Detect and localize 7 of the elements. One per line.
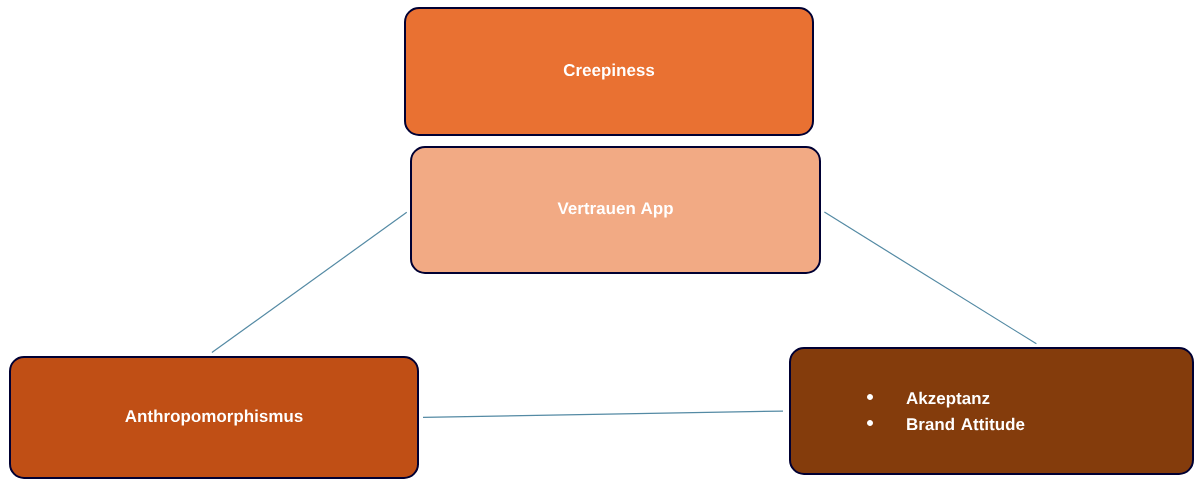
connector-line — [211, 211, 408, 354]
process-box: Creepiness — [404, 7, 814, 136]
process-box: Akzeptanz Brand Attitude — [789, 347, 1194, 475]
process-box: Vertrauen App — [410, 146, 821, 274]
process-box: Anthropomorphismus — [9, 356, 419, 479]
connector-line — [422, 410, 784, 419]
connector-line — [823, 211, 1037, 345]
